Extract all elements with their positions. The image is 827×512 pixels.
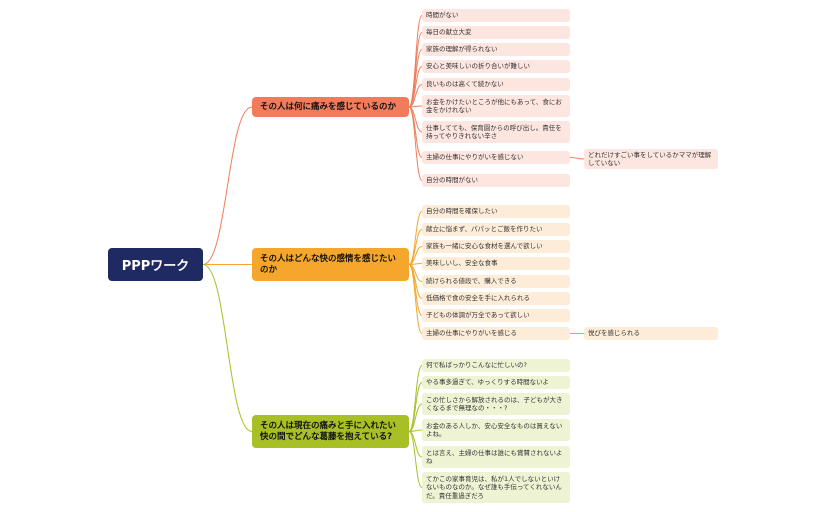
leaf-pleasure-2[interactable]: 献立に悩まず、パパッとご飯を作りたい xyxy=(422,223,570,236)
leaf-pleasure-8[interactable]: 主婦の仕事にやりがいを感じる xyxy=(422,327,570,340)
leaf-pain-5[interactable]: 良いものは高くて続かない xyxy=(422,78,570,91)
leaf-conflict-4[interactable]: お金のある人しか、安心安全なものは買えないよね。 xyxy=(422,419,570,441)
connector-leaf-pain-5 xyxy=(408,84,423,108)
leaf-pain-9[interactable]: 自分の時間がない xyxy=(422,174,570,187)
connector-root-branch-conflict xyxy=(202,264,253,432)
branch-pain[interactable]: その人は何に痛みを感じているのか xyxy=(252,97,409,117)
connector-root-branch-pain xyxy=(202,106,253,265)
connector-leaf-pain-8-child xyxy=(569,157,585,160)
connector-leaf-conflict-3 xyxy=(408,403,423,432)
leaf-conflict-1[interactable]: 何で私ばっかりこんなに忙しいの? xyxy=(422,359,570,372)
leaf-pain-4[interactable]: 安心と美味しいの折り合いが難しい xyxy=(422,60,570,73)
leaf-pain-1[interactable]: 時間がない xyxy=(422,9,570,22)
root-node[interactable]: PPPワーク xyxy=(108,248,203,281)
leaf-conflict-2[interactable]: やる事多過ぎて、ゆっくりする時間ないよ xyxy=(422,376,570,389)
leaf-pain-3[interactable]: 家族の理解が得られない xyxy=(422,43,570,56)
leaf-pleasure-1[interactable]: 自分の時間を確保したい xyxy=(422,205,570,218)
leaf-pain-8[interactable]: 主婦の仕事にやりがいを感じない xyxy=(422,151,570,164)
leaf-conflict-5[interactable]: とは言え、主婦の仕事は誰にも賞賛されないよね xyxy=(422,446,570,468)
leaf-pleasure-6[interactable]: 低価格で食の安全を手に入れられる xyxy=(422,292,570,305)
leaf-pain-7[interactable]: 仕事してても、保育園からの呼び出し。責任を持ってやりきれない辛さ xyxy=(422,121,570,143)
branch-pleasure[interactable]: その人はどんな快の感情を感じたいのか xyxy=(252,248,409,281)
connector-leaf-pain-8 xyxy=(408,106,423,158)
connector-leaf-conflict-6 xyxy=(408,431,423,488)
leaf-pleasure-7[interactable]: 子どもの体調が万全であって欲しい xyxy=(422,309,570,322)
leaf-conflict-6[interactable]: てかこの家事育児は、私が1人でしないといけないものなのか。なぜ誰も手伝ってくれな… xyxy=(422,472,570,503)
leaf-pleasure-8-child[interactable]: 悦びを感じられる xyxy=(584,327,718,340)
leaf-pain-8-child[interactable]: どれだけすごい事をしているかママが理解していない xyxy=(584,149,718,169)
leaf-pleasure-3[interactable]: 家族も一緒に安心な食材を選んで欲しい xyxy=(422,240,570,253)
connector-leaf-conflict-1 xyxy=(408,365,423,432)
connector-leaf-pain-1 xyxy=(408,15,423,108)
connector-leaf-conflict-5 xyxy=(408,431,423,458)
branch-conflict[interactable]: その人は現在の痛みと手に入れたい快の間でどんな葛藤を抱えている? xyxy=(252,415,409,448)
leaf-pain-6[interactable]: お金をかけたいところが他にもあって、食にお金をかけれない xyxy=(422,95,570,117)
leaf-pain-2[interactable]: 毎日の献立大変 xyxy=(422,26,570,39)
leaf-pleasure-4[interactable]: 美味しいし、安全な食事 xyxy=(422,257,570,270)
connector-leaf-pain-9 xyxy=(408,106,423,181)
leaf-pleasure-5[interactable]: 続けられる値段で、購入できる xyxy=(422,275,570,288)
connector-leaf-conflict-2 xyxy=(408,382,423,432)
leaf-conflict-3[interactable]: この忙しさから解放されるのは、子どもが大きくなるまで無理なの・・・? xyxy=(422,393,570,415)
connector-leaf-pleasure-8 xyxy=(408,264,423,334)
